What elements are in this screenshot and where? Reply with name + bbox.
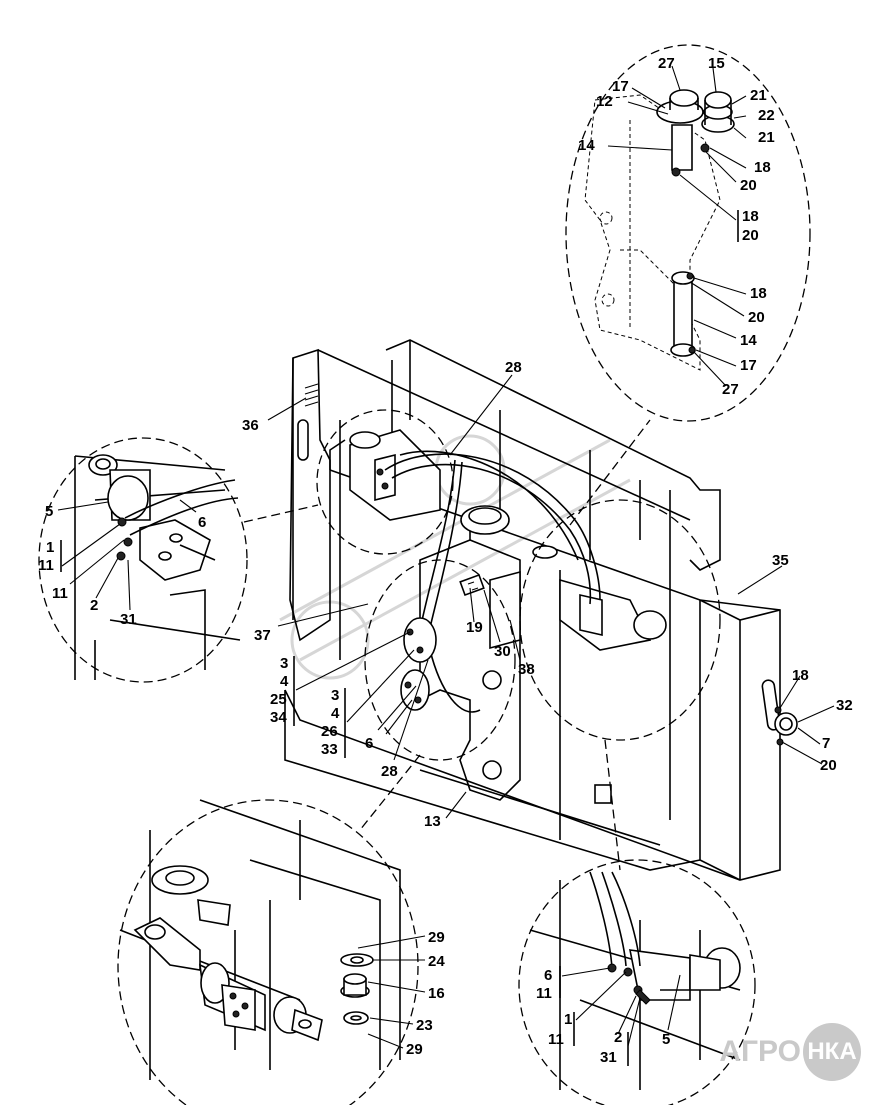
logo-circle: НКА [803,1023,861,1081]
callout-11: 11 [536,985,552,1002]
callout-18: 18 [792,667,809,684]
callout-15: 15 [708,55,725,72]
callout-14: 14 [578,137,595,154]
logo-text: АГРО [719,1035,801,1068]
callout-37: 37 [254,627,271,644]
callout-6: 6 [198,514,206,531]
main-frame [284,339,798,881]
callout-20: 20 [820,757,837,774]
brand-logo: АГРО НКА [719,1023,861,1081]
inset-bottom-left [117,799,426,1110]
callout-11: 11 [38,557,54,574]
callout-6: 6 [544,967,552,984]
callout-31: 31 [600,1049,617,1066]
callout-26: 26 [321,723,338,740]
callout-14: 14 [740,332,757,349]
callout-18: 18 [750,285,767,302]
callout-11: 11 [548,1031,564,1048]
inset-bottom-right [518,859,756,1110]
callout-29: 29 [428,929,445,946]
callout-17: 17 [612,78,629,95]
callout-1: 1 [46,539,54,556]
callout-28: 28 [381,763,398,780]
callout-5: 5 [45,503,53,520]
callout-31: 31 [120,611,137,628]
callout-19: 19 [466,619,483,636]
callout-20: 20 [740,177,757,194]
main-leaders [267,374,835,819]
callout-13: 13 [424,813,441,830]
callout-33: 33 [321,741,338,758]
inset-top-right [565,44,811,422]
callout-18: 18 [742,208,759,225]
callout-22: 22 [758,107,775,124]
callout-11: 11 [52,585,68,602]
callout-3: 3 [331,687,339,704]
callout-30: 30 [494,643,511,660]
callout-5: 5 [662,1031,670,1048]
callout-35: 35 [772,552,789,569]
callout-25: 25 [270,691,287,708]
callout-4: 4 [331,705,340,722]
callout-34: 34 [270,709,287,726]
callout-27: 27 [722,381,739,398]
callout-2: 2 [614,1029,622,1046]
callout-24: 24 [428,953,445,970]
callout-3: 3 [280,655,288,672]
callout-2: 2 [90,597,98,614]
detail-circles [243,409,721,871]
callout-23: 23 [416,1017,433,1034]
callout-21: 21 [758,129,775,146]
callout-20: 20 [748,309,765,326]
callout-28: 28 [505,359,522,376]
callout-18: 18 [754,159,771,176]
callout-4: 4 [280,673,289,690]
callout-21: 21 [750,87,767,104]
callout-36: 36 [242,417,259,434]
callout-32: 32 [836,697,853,714]
callout-17: 17 [740,357,757,374]
callout-6: 6 [365,735,373,752]
callout-12: 12 [596,93,613,110]
callout-labels: 27 15 17 21 12 22 21 14 18 20 18 20 18 2… [38,55,853,1066]
inset-left [38,437,248,683]
callout-29: 29 [406,1041,423,1058]
callout-1: 1 [564,1011,572,1028]
callout-16: 16 [428,985,445,1002]
callout-7: 7 [822,735,830,752]
callout-27: 27 [658,55,675,72]
callout-38: 38 [518,661,535,678]
callout-20: 20 [742,227,759,244]
